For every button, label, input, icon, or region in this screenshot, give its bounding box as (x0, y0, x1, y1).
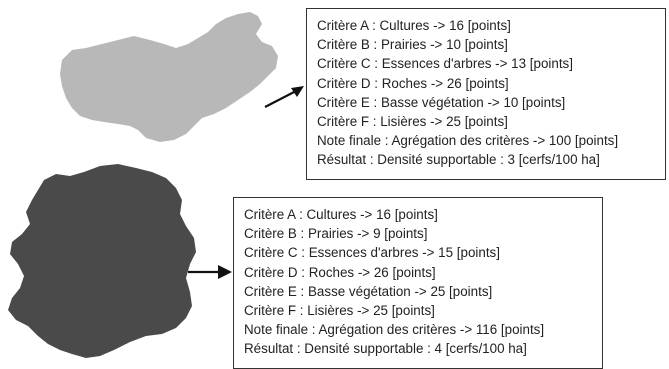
final-score-line: Note finale : Agrégation des critères ->… (244, 322, 545, 338)
criterion-e-line: Critère E : Basse végétation -> 10 [poin… (317, 94, 566, 110)
criterion-d-line: Critère D : Roches -> 26 [points] (244, 264, 436, 280)
criterion-d-line: Critère D : Roches -> 26 [points] (317, 75, 509, 91)
arrow-1 (264, 86, 304, 108)
zone-2-shape (8, 164, 196, 358)
arrow-1-head (291, 86, 304, 97)
criterion-b-line: Critère B : Prairies -> 10 [points] (317, 37, 508, 53)
final-score-line: Note finale : Agrégation des critères ->… (317, 133, 619, 149)
criterion-c-line: Critère C : Essences d'arbres -> 15 [poi… (244, 245, 500, 261)
criteria-box-1: Critère A : Cultures -> 16 [points] Crit… (306, 8, 666, 180)
arrow-1-shaft (264, 90, 297, 108)
criterion-b-line: Critère B : Prairies -> 9 [points] (244, 226, 428, 242)
criterion-f-line: Critère F : Lisières -> 25 [points] (244, 303, 435, 319)
criteria-box-2: Critère A : Cultures -> 16 [points] Crit… (233, 197, 603, 369)
criterion-c-line: Critère C : Essences d'arbres -> 13 [poi… (317, 56, 573, 72)
criterion-a-line: Critère A : Cultures -> 16 [points] (317, 18, 511, 33)
zone-2-silhouette (8, 164, 196, 358)
result-line: Résultat : Densité supportable : 4 [cerf… (244, 341, 527, 357)
arrow-2-head (218, 265, 232, 279)
criterion-f-line: Critère F : Lisières -> 25 [points] (317, 114, 508, 130)
criterion-a-line: Critère A : Cultures -> 16 [points] (244, 207, 438, 222)
arrow-2 (188, 265, 232, 279)
result-line: Résultat : Densité supportable : 3 [cerf… (317, 152, 600, 168)
criterion-e-line: Critère E : Basse végétation -> 25 [poin… (244, 283, 493, 299)
zone-1-shape (60, 12, 278, 142)
zone-1-silhouette (60, 12, 278, 142)
